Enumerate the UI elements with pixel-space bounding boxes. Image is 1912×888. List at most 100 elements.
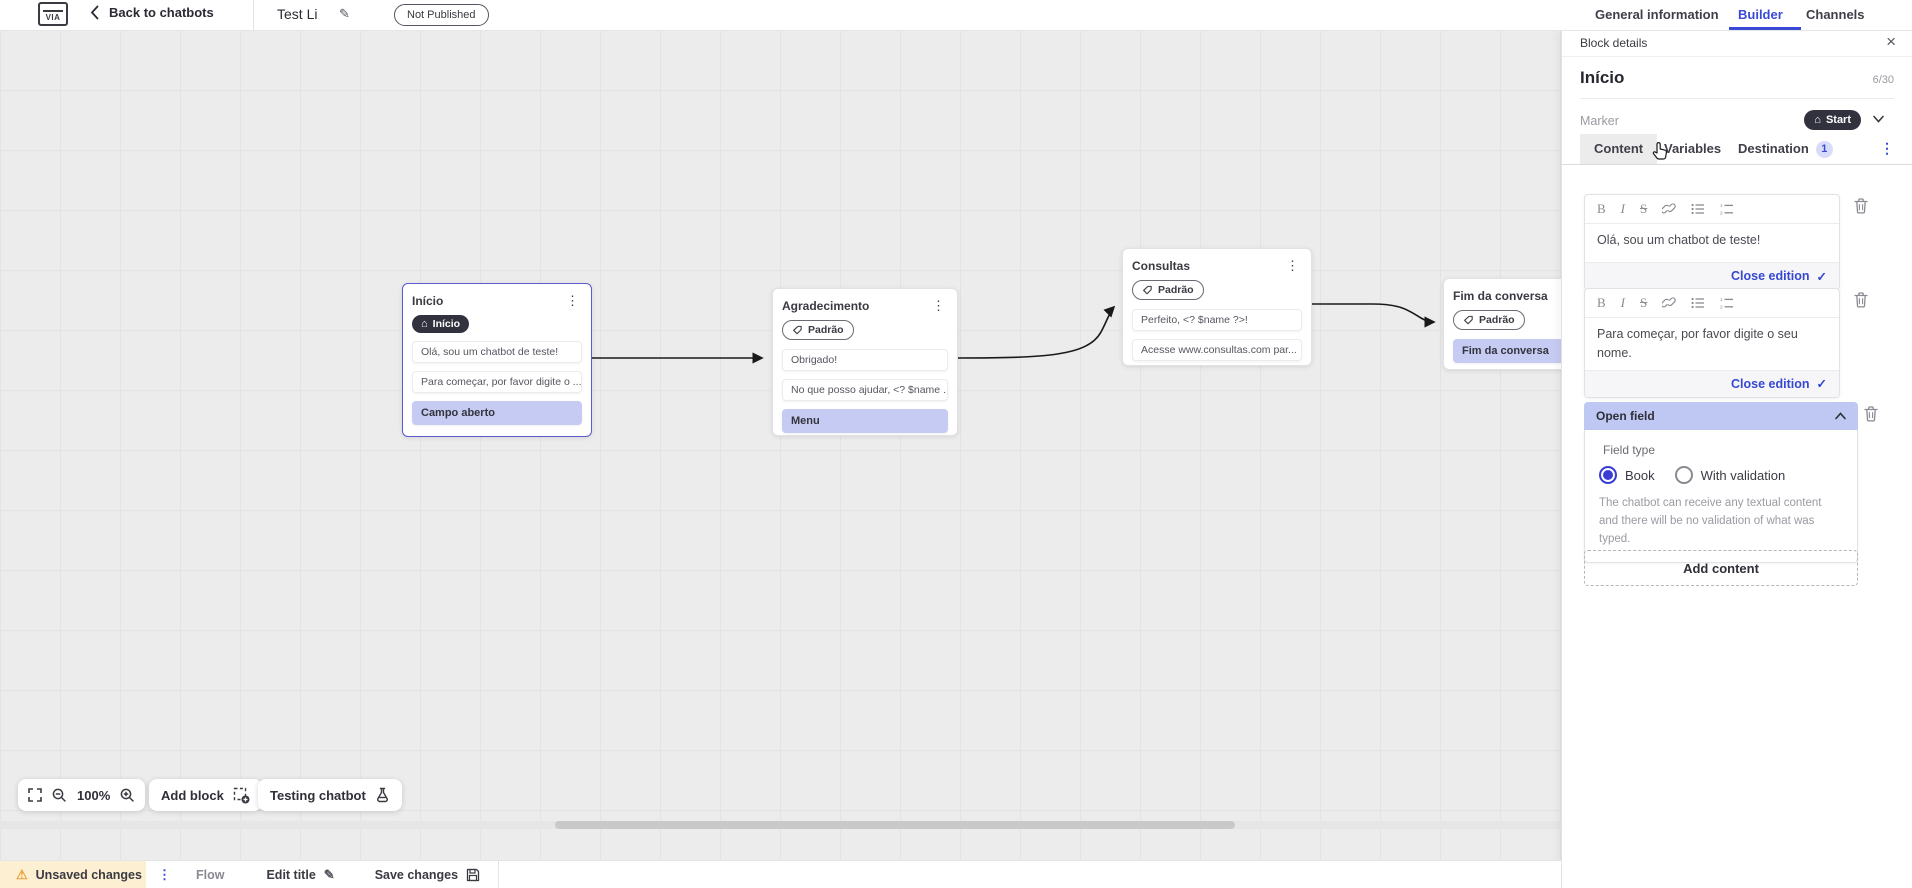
block-marker-badge: Padrão <box>1132 280 1204 300</box>
radio-option-with-validation[interactable]: With validation <box>1674 466 1785 484</box>
add-content-button[interactable]: Add content <box>1584 550 1858 586</box>
char-counter: 6/30 <box>1872 74 1894 86</box>
tab-channels[interactable]: Channels <box>1806 7 1865 22</box>
edit-title-icon[interactable]: ✎ <box>339 6 350 21</box>
delete-content-icon[interactable] <box>1854 198 1868 219</box>
chevron-down-icon[interactable] <box>1873 115 1884 123</box>
back-chevron-icon <box>90 5 99 20</box>
strikethrough-icon[interactable]: S <box>1640 201 1648 216</box>
block-menu-icon[interactable]: ⋮ <box>932 298 945 313</box>
block-row[interactable]: No que posso ajudar, <? $name ... <box>782 378 948 401</box>
block-row[interactable]: Perfeito, <? $name ?>! <box>1132 308 1302 331</box>
active-tab-underline <box>1729 27 1801 30</box>
tag-icon <box>793 325 802 334</box>
statusbar-divider <box>498 860 500 888</box>
block-row[interactable]: Menu <box>782 408 948 433</box>
canvas-hscrollbar-track[interactable] <box>0 821 1561 829</box>
marker-label: Marker <box>1580 114 1619 128</box>
save-icon <box>466 868 480 881</box>
tag-icon <box>1143 285 1152 294</box>
link-icon[interactable] <box>1662 203 1676 215</box>
block-title: Fim da conversa <box>1453 289 1548 303</box>
block-row[interactable]: Obrigado! <box>782 348 948 371</box>
status-bar: ⚠ Unsaved changes ⋮ Flow Edit title ✎ Sa… <box>0 860 1561 888</box>
close-edition-button[interactable]: Close edition ✓ <box>1585 262 1839 289</box>
message-text[interactable]: Olá, sou um chatbot de teste! <box>1597 233 1761 247</box>
open-field-body: Field type Book With validation The chat… <box>1584 430 1858 564</box>
panel-tabs-menu-icon[interactable]: ⋮ <box>1880 140 1894 156</box>
flow-block-inicio[interactable]: Início ⋮ ⌂Início Olá, sou um chatbot de … <box>402 283 592 437</box>
close-edition-button[interactable]: Close edition ✓ <box>1585 369 1839 397</box>
panel-tabs: Content Variables Destination 1 ⋮ <box>1562 134 1912 165</box>
flow-label[interactable]: Flow <box>196 867 225 882</box>
bold-icon[interactable]: B <box>1597 295 1606 310</box>
check-icon: ✓ <box>1816 269 1827 284</box>
tab-variables[interactable]: Variables <box>1664 141 1722 156</box>
home-icon: ⌂ <box>421 317 428 330</box>
flow-block-agradecimento[interactable]: Agradecimento ⋮ Padrão Obrigado! No que … <box>772 288 958 436</box>
block-row[interactable]: Acesse www.consultas.com par... <box>1132 338 1302 361</box>
chatbot-title[interactable]: Test Li <box>277 6 318 22</box>
add-block-button[interactable]: Add block <box>149 779 262 811</box>
block-details-panel: Block details × Início 6/30 Marker ⌂ Sta… <box>1561 30 1912 888</box>
svg-text:1: 1 <box>1720 297 1723 302</box>
canvas-hscrollbar-thumb[interactable] <box>555 821 1235 829</box>
open-field-header[interactable]: Open field <box>1584 402 1858 430</box>
flow-canvas[interactable] <box>0 30 1561 888</box>
delete-content-icon[interactable] <box>1864 406 1878 427</box>
message-text[interactable]: Para começar, por favor digite o seu nom… <box>1597 327 1798 360</box>
field-type-label: Field type <box>1603 443 1656 457</box>
back-to-chatbots-button[interactable]: Back to chatbots <box>90 5 214 20</box>
fullscreen-icon[interactable] <box>28 788 42 802</box>
bullet-list-icon[interactable] <box>1691 203 1705 215</box>
italic-icon[interactable]: I <box>1620 201 1626 216</box>
app-logo[interactable]: VIA <box>38 2 68 26</box>
block-marker-badge: Padrão <box>782 320 854 340</box>
top-bar: VIA Back to chatbots Test Li ✎ Not Publi… <box>0 0 1912 31</box>
testing-chatbot-button[interactable]: Testing chatbot <box>258 779 402 811</box>
radio-option-book[interactable]: Book <box>1599 466 1655 484</box>
block-name-input[interactable]: Início <box>1580 68 1625 87</box>
svg-text:2: 2 <box>1720 211 1723 216</box>
name-underline <box>1580 98 1894 99</box>
block-row[interactable]: Campo aberto <box>412 401 582 425</box>
block-menu-icon[interactable]: ⋮ <box>1286 258 1299 273</box>
italic-icon[interactable]: I <box>1620 295 1626 310</box>
pencil-icon: ✎ <box>323 866 335 882</box>
zoom-in-icon[interactable] <box>120 788 135 803</box>
save-changes-button[interactable]: Save changes <box>375 868 480 882</box>
statusbar-menu-icon[interactable]: ⋮ <box>158 866 171 882</box>
destination-count-badge: 1 <box>1815 140 1833 158</box>
svg-text:1: 1 <box>1720 203 1723 208</box>
bold-icon[interactable]: B <box>1597 201 1606 216</box>
warning-icon: ⚠ <box>16 866 28 882</box>
testing-chatbot-label: Testing chatbot <box>270 787 366 803</box>
block-menu-icon[interactable]: ⋮ <box>566 293 579 308</box>
tab-builder[interactable]: Builder <box>1738 7 1783 22</box>
chevron-up-icon <box>1835 412 1846 420</box>
close-panel-icon[interactable]: × <box>1886 32 1896 51</box>
block-row[interactable]: Olá, sou um chatbot de teste! <box>412 341 582 363</box>
flow-block-consultas[interactable]: Consultas ⋮ Padrão Perfeito, <? $name ?>… <box>1122 248 1312 366</box>
open-field-card: Open field Field type Book With validati… <box>1584 402 1858 564</box>
tab-content[interactable]: Content <box>1580 134 1658 164</box>
bullet-list-icon[interactable] <box>1691 297 1705 309</box>
logo-line <box>43 4 63 12</box>
zoom-toolbar: 100% <box>18 779 146 811</box>
tab-destination[interactable]: Destination 1 <box>1724 134 1833 164</box>
marker-select[interactable]: ⌂ Start <box>1804 110 1861 130</box>
zoom-out-icon[interactable] <box>52 788 67 803</box>
block-row[interactable]: Para começar, por favor digite o ... <box>412 371 582 393</box>
strikethrough-icon[interactable]: S <box>1640 295 1648 310</box>
home-icon: ⌂ <box>1814 114 1821 126</box>
delete-content-icon[interactable] <box>1854 292 1868 313</box>
tab-general-information[interactable]: General information <box>1595 7 1719 22</box>
link-icon[interactable] <box>1662 297 1676 309</box>
edit-title-button[interactable]: Edit title ✎ <box>266 866 335 882</box>
